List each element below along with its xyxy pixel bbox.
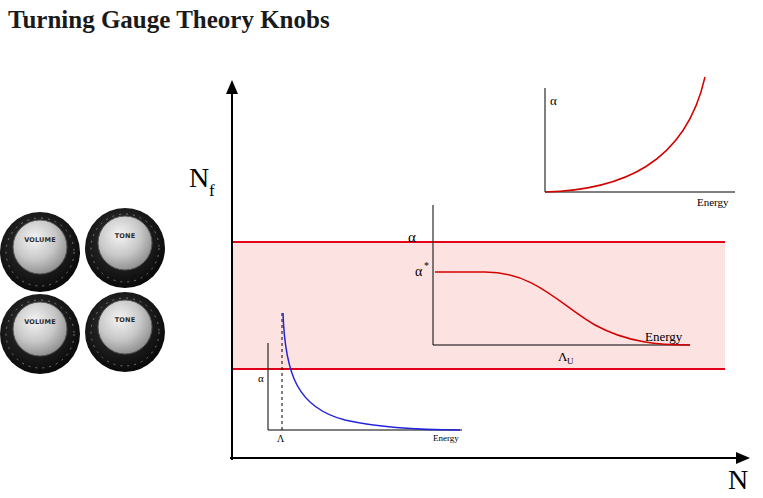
inset-axes [433, 205, 690, 345]
knob [85, 208, 165, 288]
slide-title: Turning Gauge Theory Knobs [8, 6, 330, 34]
axis-label: N [189, 164, 209, 192]
conformal-window-band [232, 242, 725, 369]
knob-label: VOLUME [24, 319, 56, 326]
axis-label: Energy [645, 330, 682, 343]
coupling-curve [545, 77, 705, 192]
axis-label: α [408, 230, 416, 245]
fixed-point-label: α [415, 265, 422, 279]
knob [0, 212, 80, 292]
arrow-head [226, 80, 238, 94]
axis-label: Energy [433, 434, 459, 443]
axis-label: α [550, 94, 557, 107]
knob-label: TONE [115, 317, 136, 324]
axis-subscript: f [209, 182, 215, 199]
scale-label: Λ [558, 350, 567, 363]
main-axes [230, 92, 738, 460]
knob [85, 292, 165, 372]
axis-label: N [728, 466, 748, 494]
coupling-curve [283, 313, 460, 430]
inset-axes [545, 88, 735, 192]
knob [0, 294, 80, 374]
axis-label: α [258, 373, 264, 384]
knob-label: TONE [115, 233, 136, 240]
arrow-head [736, 452, 750, 464]
scale-label: Λ [277, 434, 284, 444]
scale-subscript: U [567, 357, 574, 366]
fixed-point-superscript: * [424, 261, 429, 271]
axis-label: Energy [697, 197, 729, 208]
knob-photo [0, 208, 165, 374]
band-edge [232, 368, 725, 370]
knob-label: VOLUME [24, 237, 56, 244]
scale-marker [282, 313, 283, 430]
band-edge [232, 241, 725, 243]
coupling-curve [435, 272, 690, 345]
